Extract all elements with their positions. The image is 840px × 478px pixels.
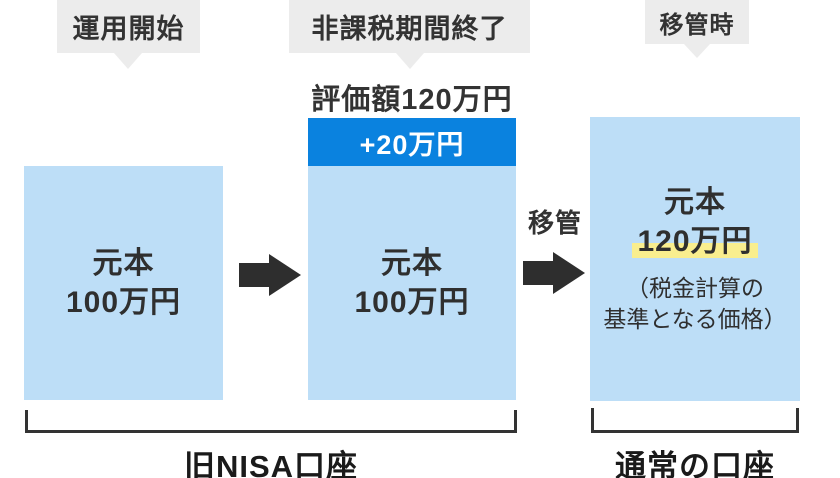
regular-account-label: 通常の口座: [615, 449, 775, 478]
arrow-head: [269, 254, 301, 296]
right-arrow-icon: [239, 254, 301, 296]
old-nisa-account-label: 旧NISA口座: [183, 449, 359, 478]
callout-taxfree-period-end: 非課税期間終了: [289, 0, 530, 53]
callout-transfer-time: 移管時: [645, 0, 749, 44]
callout-taxfree-period-end-label: 非課税期間終了: [311, 14, 508, 44]
callout-operation-start: 運用開始: [57, 0, 200, 53]
box-principal-transferred: 元本 120万円 （税金計算の 基準となる価格）: [590, 117, 800, 401]
box-principal-start: 元本 100万円: [24, 166, 223, 400]
box-principal-period-end-body: 元本 100万円: [308, 166, 516, 400]
tax-note-line1: （税金計算の: [626, 274, 764, 301]
arrow-stem: [523, 261, 553, 285]
principal-amount: 100万円: [354, 286, 470, 319]
principal-label: 元本: [92, 247, 155, 280]
arrow-head: [553, 252, 585, 294]
right-arrow-icon: [523, 252, 585, 294]
principal-label: 元本: [381, 247, 443, 280]
transfer-arrow-label: 移管: [527, 208, 582, 238]
callout-tail-icon: [396, 53, 424, 69]
gain-amount: +20万円: [359, 129, 465, 160]
callout-operation-start-label: 運用開始: [72, 14, 185, 44]
callout-tail-icon: [114, 53, 142, 69]
callout-transfer-time-label: 移管時: [659, 11, 735, 39]
gain-bar: +20万円: [308, 118, 516, 166]
principal-label: 元本: [664, 185, 726, 219]
callout-tail-icon: [684, 44, 710, 58]
principal-amount-highlighted: 120万円: [632, 224, 758, 258]
tax-note-line2: 基準となる価格）: [603, 306, 787, 332]
arrow-stem: [239, 263, 269, 287]
valuation-caption: 評価額120万円: [311, 84, 513, 116]
principal-amount: 100万円: [65, 286, 182, 319]
bracket-regular-account: [591, 408, 799, 433]
box-principal-period-end: +20万円 元本 100万円: [308, 118, 516, 400]
bracket-old-nisa: [25, 410, 517, 433]
